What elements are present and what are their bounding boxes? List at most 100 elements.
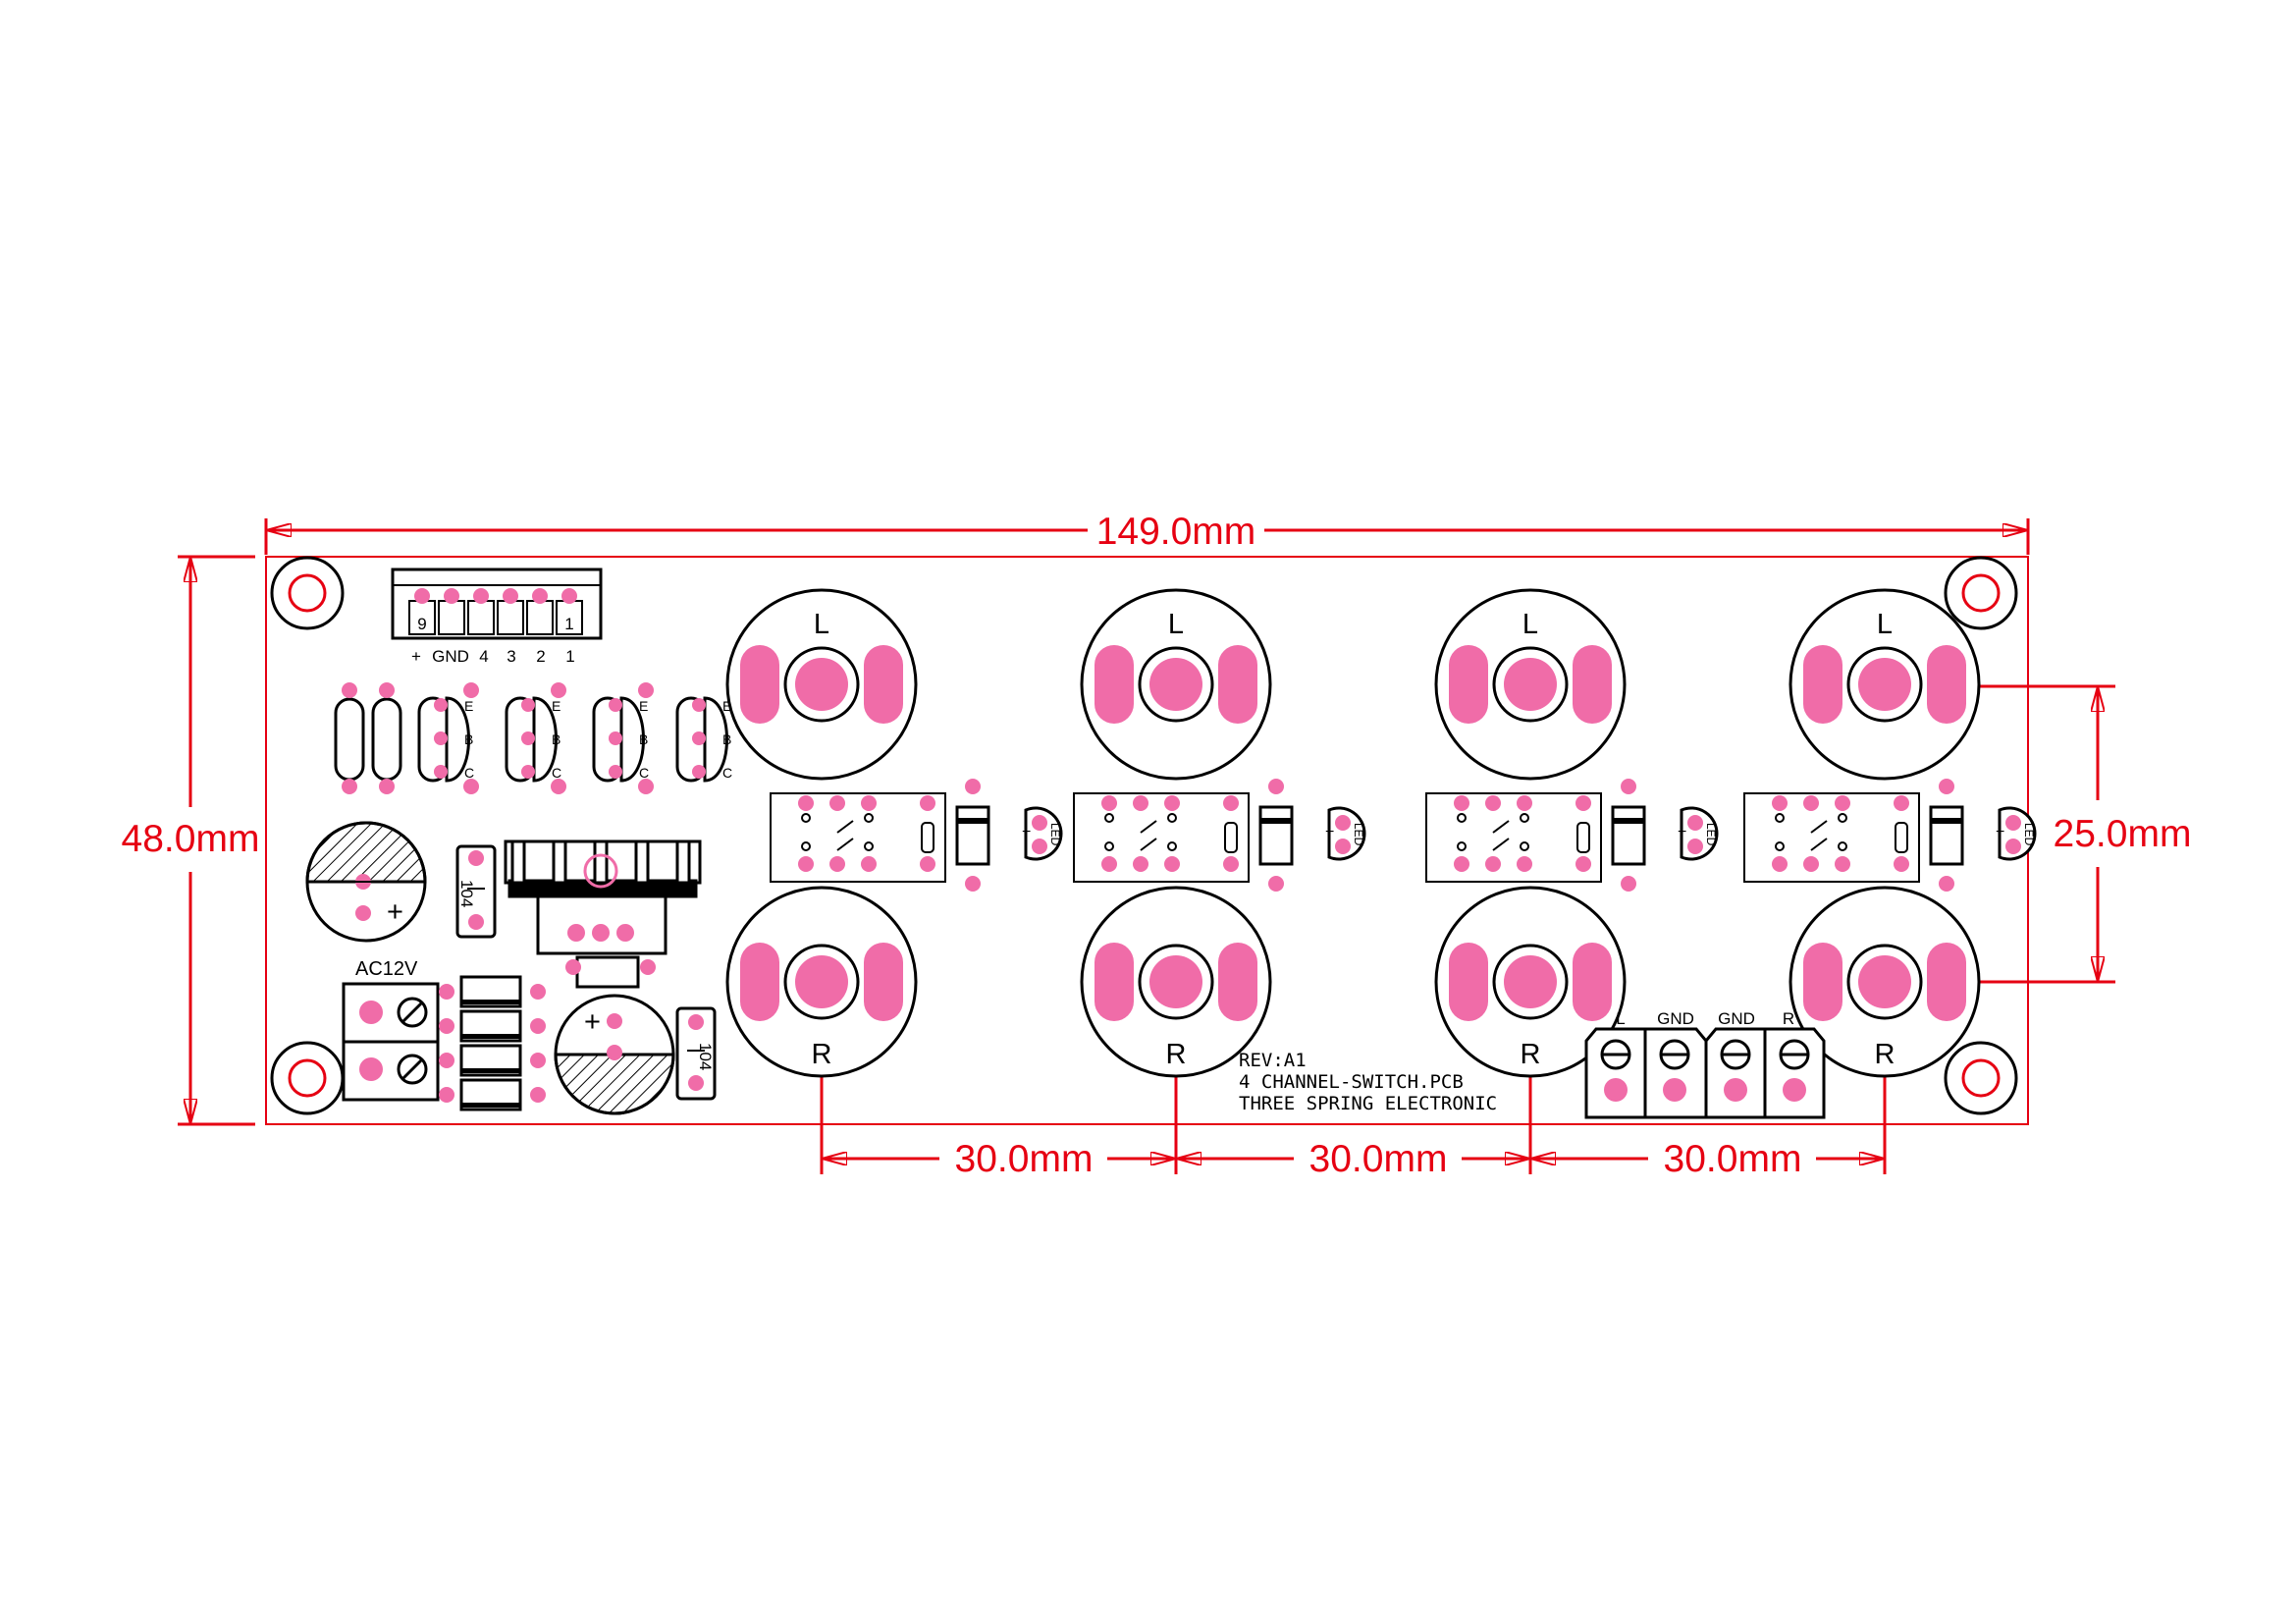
dimension-height bbox=[178, 555, 255, 1126]
led-indicator: + LED bbox=[1325, 806, 1366, 861]
led-indicator: + LED bbox=[1996, 806, 2037, 861]
svg-text:3: 3 bbox=[507, 647, 515, 666]
flyback-diode bbox=[955, 779, 990, 892]
jack-label: L bbox=[814, 609, 829, 640]
channel-4: L R + LED bbox=[1743, 588, 2037, 1078]
connector-pin-last: 1 bbox=[564, 615, 573, 633]
svg-text:LED: LED bbox=[2022, 823, 2036, 846]
connector-labels: + GND 4 3 2 1 bbox=[411, 647, 575, 666]
relay bbox=[1073, 792, 1250, 883]
transistors: E B C E B C E B C E B C bbox=[417, 682, 732, 794]
jack-label: R bbox=[1875, 1039, 1896, 1070]
jack-left: L bbox=[1434, 588, 1627, 781]
svg-text:E: E bbox=[722, 698, 731, 714]
channels: L R + LED L R + LED L R + LED L R + LED bbox=[725, 588, 2037, 1078]
board-revision: REV:A1 bbox=[1239, 1050, 1307, 1071]
svg-text:+: + bbox=[1325, 824, 1334, 840]
svg-text:C: C bbox=[722, 765, 732, 781]
flyback-diode bbox=[1929, 779, 1964, 892]
mounting-holes bbox=[270, 556, 2018, 1115]
jack-left: L bbox=[725, 588, 918, 781]
svg-text:B: B bbox=[552, 731, 561, 747]
board-maker: THREE SPRING ELECTRONIC bbox=[1239, 1093, 1497, 1114]
led-indicator: + LED bbox=[1678, 806, 1719, 861]
output-terminal bbox=[1584, 1027, 1826, 1119]
channel-1: L R + LED bbox=[725, 588, 1063, 1078]
jack-label: L bbox=[1168, 609, 1184, 640]
svg-text:LED: LED bbox=[1704, 823, 1718, 846]
svg-text:B: B bbox=[722, 731, 731, 747]
svg-text:+: + bbox=[1996, 824, 2004, 840]
dimension-channel-spacing-label: 25.0mm bbox=[2054, 813, 2192, 855]
svg-text:C: C bbox=[552, 765, 561, 781]
flyback-diode bbox=[1611, 779, 1646, 892]
jack-label: R bbox=[812, 1039, 832, 1070]
jack-label: L bbox=[1877, 609, 1893, 640]
cap-left-plus: + bbox=[387, 896, 403, 928]
dimension-width bbox=[264, 518, 2030, 555]
svg-text:LED: LED bbox=[1352, 823, 1365, 846]
svg-text:+: + bbox=[1678, 824, 1686, 840]
board-text: REV:A1 4 CHANNEL-SWITCH.PCB THREE SPRING… bbox=[1239, 1050, 1497, 1114]
cap-right-plus: + bbox=[584, 1006, 601, 1038]
channel-2: L R + LED bbox=[1073, 588, 1366, 1078]
cap-104-left-label: 104 bbox=[457, 880, 476, 907]
voltage-regulator-heatsink bbox=[504, 839, 702, 989]
electrolytic-cap-left bbox=[305, 821, 427, 943]
jack-label: L bbox=[1522, 609, 1538, 640]
svg-text:C: C bbox=[464, 765, 474, 781]
connector-pin-first: 9 bbox=[417, 615, 426, 633]
svg-text:E: E bbox=[639, 698, 648, 714]
board-file-name: 4 CHANNEL-SWITCH.PCB bbox=[1239, 1071, 1464, 1093]
power-label: AC12V bbox=[355, 958, 418, 980]
svg-text:GND: GND bbox=[1657, 1009, 1694, 1028]
bridge-diodes bbox=[459, 975, 522, 1111]
dimension-width-label: 149.0mm bbox=[1096, 511, 1256, 553]
flyback-diode bbox=[1258, 779, 1294, 892]
transistor: E B C bbox=[505, 682, 566, 794]
jack-label: R bbox=[1166, 1039, 1187, 1070]
svg-text:R: R bbox=[1783, 1009, 1794, 1028]
svg-text:B: B bbox=[639, 731, 648, 747]
output-terminal-labels: L GND GND R bbox=[1616, 1009, 1794, 1028]
jack-left: L bbox=[1080, 588, 1272, 781]
svg-text:1: 1 bbox=[565, 647, 574, 666]
svg-text:GND: GND bbox=[432, 647, 469, 666]
svg-text:E: E bbox=[552, 698, 561, 714]
svg-text:E: E bbox=[464, 698, 473, 714]
jack-right: R bbox=[1434, 886, 1627, 1078]
relay bbox=[1743, 792, 1920, 883]
relay bbox=[1425, 792, 1602, 883]
electrolytic-cap-right bbox=[554, 994, 675, 1115]
jack-right: R bbox=[1789, 886, 1981, 1078]
cap-104-left bbox=[455, 844, 497, 939]
jack-label: R bbox=[1521, 1039, 1541, 1070]
channel-3: L R + LED bbox=[1425, 588, 1719, 1078]
svg-text:+: + bbox=[411, 647, 421, 666]
svg-text:L: L bbox=[1616, 1009, 1625, 1028]
jack-right: R bbox=[725, 886, 918, 1078]
input-connector bbox=[391, 568, 603, 640]
svg-text:B: B bbox=[464, 731, 473, 747]
jack-right: R bbox=[1080, 886, 1272, 1078]
cap-104-right-label: 104 bbox=[696, 1043, 715, 1070]
dimension-pitch-1-label: 30.0mm bbox=[955, 1138, 1094, 1180]
transistor: E B C bbox=[417, 682, 479, 794]
resistors-left bbox=[334, 697, 402, 782]
dimension-pitch-2-label: 30.0mm bbox=[1309, 1138, 1448, 1180]
relay bbox=[770, 792, 946, 883]
dimension-pitch-3-label: 30.0mm bbox=[1664, 1138, 1802, 1180]
dimension-height-label: 48.0mm bbox=[122, 818, 260, 860]
svg-text:LED: LED bbox=[1048, 823, 1062, 846]
svg-text:C: C bbox=[639, 765, 649, 781]
svg-text:+: + bbox=[1022, 824, 1031, 840]
jack-left: L bbox=[1789, 588, 1981, 781]
svg-text:GND: GND bbox=[1718, 1009, 1755, 1028]
led-indicator: + LED bbox=[1022, 806, 1063, 861]
transistor: E B C bbox=[592, 682, 654, 794]
cap-104-right bbox=[675, 1006, 717, 1101]
svg-text:2: 2 bbox=[536, 647, 545, 666]
power-terminal bbox=[342, 982, 440, 1102]
transistor: E B C bbox=[675, 696, 732, 783]
